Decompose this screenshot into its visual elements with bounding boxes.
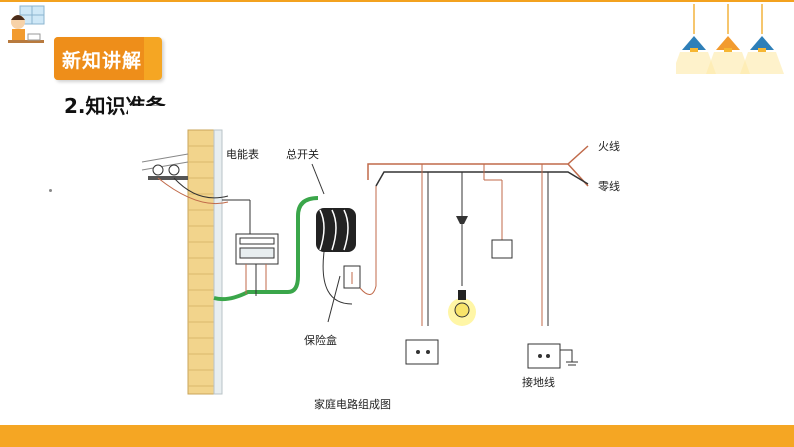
- circuit-diagram-svg: 电能表 总开关 火线 零线 保险盒 接地线 家庭电路组成图: [141, 129, 620, 411]
- circuit-diagram: 电能表 总开关 火线 零线 保险盒 接地线 家庭电路组成图: [128, 106, 668, 418]
- student-avatar-icon: [8, 5, 45, 43]
- section-badge: 新知讲解: [54, 37, 162, 80]
- top-accent-line: [0, 0, 794, 2]
- wall-switch: [483, 164, 513, 259]
- electric-meter: [222, 199, 279, 296]
- bullet-dot: [49, 189, 52, 192]
- green-wire: [213, 196, 319, 302]
- power-outlet-left: [405, 164, 439, 365]
- main-lines: [367, 145, 589, 187]
- label-fuse-box: 保险盒: [304, 333, 337, 347]
- diagram-caption: 家庭电路组成图: [314, 397, 391, 411]
- label-main-switch: 总开关: [286, 147, 319, 161]
- main-switch: [311, 163, 356, 252]
- ceiling-lamps-icon: [676, 4, 784, 74]
- label-neutral-wire: 零线: [598, 179, 620, 193]
- badge-label: 新知讲解: [62, 50, 143, 72]
- incoming-line: [141, 153, 229, 205]
- power-outlet-right: [527, 164, 578, 369]
- fuse-box: [322, 186, 377, 323]
- label-live-wire: 火线: [598, 139, 620, 153]
- brick-wall: [187, 129, 223, 395]
- bottom-accent-bar: [0, 425, 794, 447]
- light-bulb: [448, 172, 476, 326]
- label-ground-wire: 接地线: [522, 375, 555, 389]
- label-meter: 电能表: [226, 147, 259, 161]
